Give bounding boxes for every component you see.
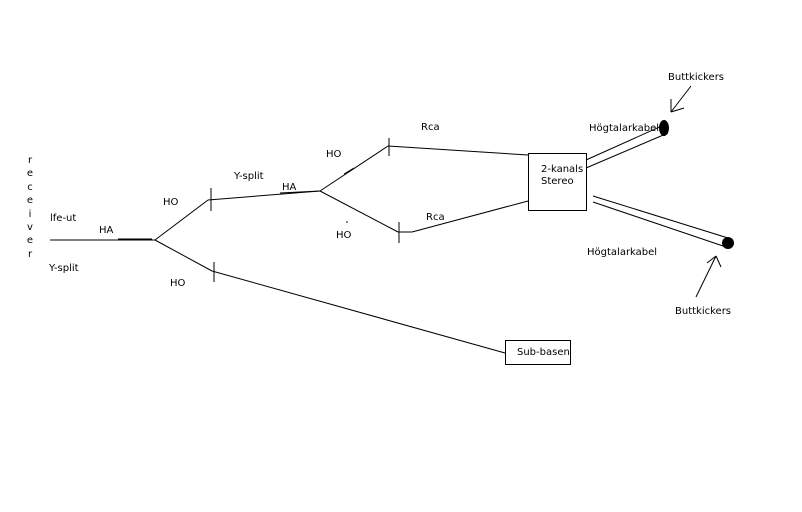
ho-top-label: HO [326,149,342,160]
speaker-cable-top-label: Högtalarkabel [589,123,660,134]
speaker-cable-bottom-b [592,201,727,248]
lfe-out-label: lfe-ut [50,213,77,224]
ho-lower-label: HO [170,278,186,289]
rca-top-label: Rca [421,122,440,133]
buttkicker-top [659,120,669,136]
second-split-upper-dash [343,167,355,175]
speaker-cable-top-a [585,124,665,161]
stereo-amp-box: 2-kanals Stereo [528,153,587,211]
sub-box-label: Sub-basen [517,347,570,358]
arrow-top-head-b [670,107,685,113]
buttkickers-bottom-label: Buttkickers [675,306,732,317]
ho-mid-label: HO [336,230,352,241]
ha-mid-label: HA [282,182,297,193]
sub-bass-box: Sub-basen [505,340,571,365]
buttkicker-bottom [722,237,734,249]
ysplit-left-label: Y-split [49,263,79,274]
ha-left-label: HA [99,225,114,236]
amp-box-line1: 2-kanals [541,164,584,175]
arrow-bottom-head-b [715,255,722,268]
speaker-cable-top-b [585,132,669,169]
arrow-bottom-head-a [706,255,717,264]
cable-to-sub [211,270,506,354]
amp-box-line2: Stereo [541,176,574,187]
ysplit-lower-branch [154,239,213,272]
rca-bottom-label: Rca [426,212,445,223]
receiver-label: receiver [26,155,34,260]
arrow-top-shaft [670,85,692,113]
speaker-cable-bottom-label: Högtalarkabel [587,247,658,258]
stray-dot [346,221,348,223]
buttkickers-top-label: Buttkickers [668,72,725,83]
ysplit-upper-branch [154,199,209,241]
speaker-cable-bottom-a [592,195,729,239]
upper-to-second-split [207,190,321,201]
ho-upper-label: HO [163,197,179,208]
rca-top-cable [387,145,529,156]
rca-bottom-cable-b [411,200,529,233]
upper-to-second-split-thick [279,190,321,194]
ysplit-mid-label: Y-split [234,171,264,182]
second-split-lower [319,190,399,233]
arrow-bottom-shaft [695,255,717,298]
